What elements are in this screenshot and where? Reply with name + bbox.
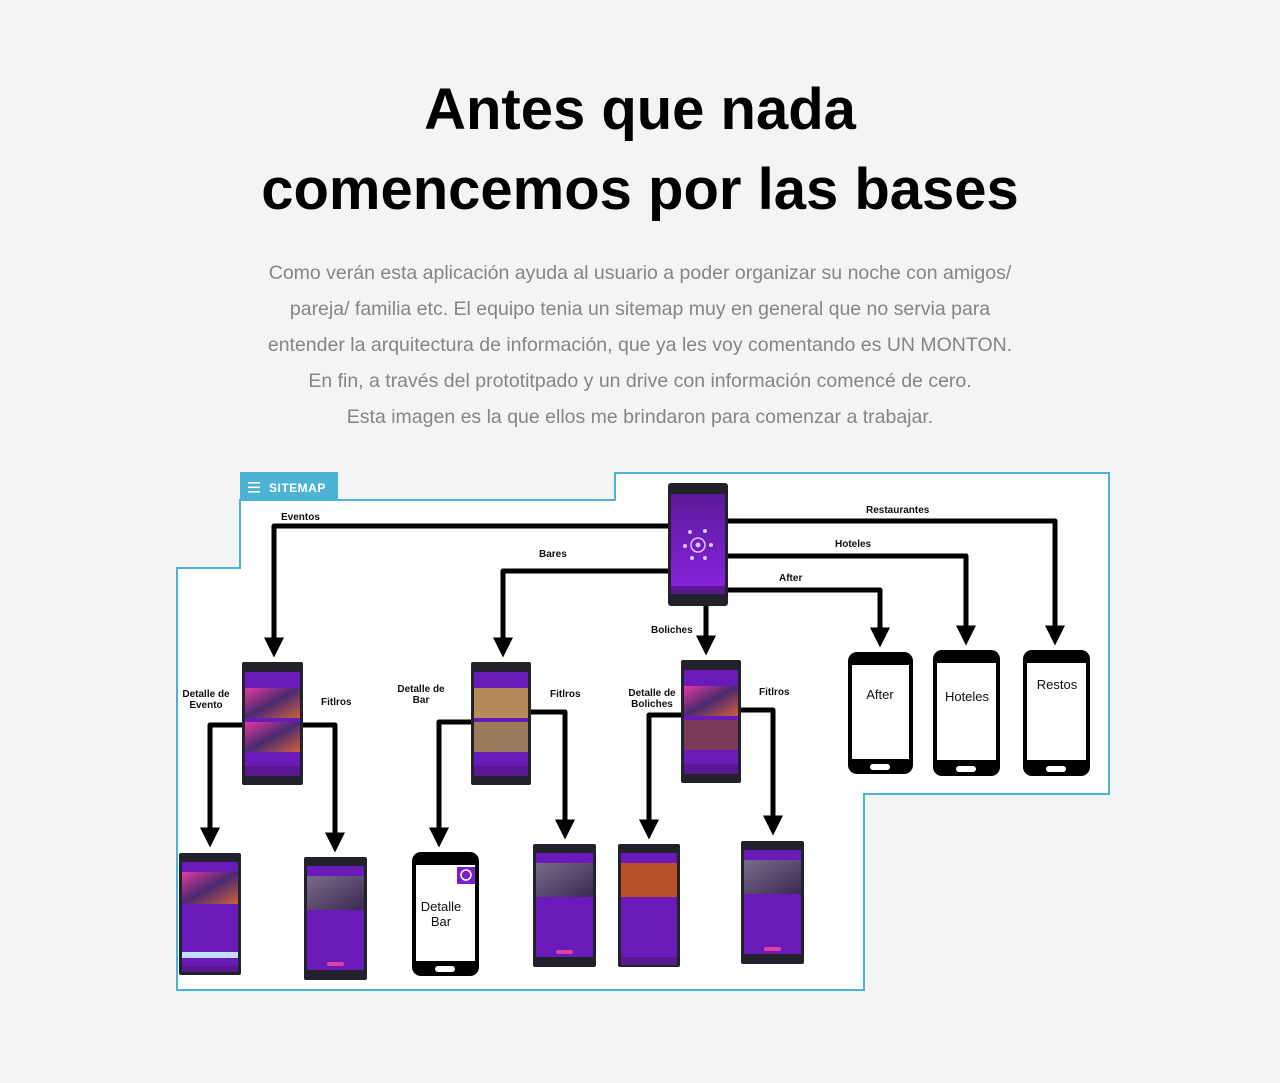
intro-line: Como verán esta aplicación ayuda al usua… [268,262,1012,284]
label-detalle-boliches: Detalle de [628,688,676,699]
menu-icon [248,482,260,493]
label-detalle-evento-2: Evento [189,700,222,711]
arrow-detalle-evento [200,722,242,848]
arrow-detalle-boliches [639,712,681,840]
sitemap-tab[interactable]: SITEMAP [240,472,338,500]
detalle-evento-screen [179,853,241,975]
restos-screen-label: Restos [1037,677,1078,692]
page-title: Antes que nada comencemos por las bases [0,70,1280,230]
home-screen [668,483,728,606]
label-detalle-bar-2: Bar [413,695,430,706]
detalle-bar-screen: Detalle Bar [412,852,479,976]
label-hoteles: Hoteles [835,539,872,550]
boliches-screen [681,660,741,783]
label-bares: Bares [539,549,567,560]
label-detalle-evento: Detalle de [182,689,230,700]
arrow-filtros-boliches [741,707,783,836]
label-detalle-bar: Detalle de [397,684,445,695]
detalle-bar-label-1: Detalle [421,899,461,914]
label-after: After [779,573,802,584]
title-line-1: Antes que nada [424,77,856,142]
label-restaurantes: Restaurantes [866,505,930,516]
intro-paragraph: Como verán esta aplicación ayuda al usua… [240,255,1040,435]
arrow-after [728,587,890,648]
intro-line: Esta imagen es la que ellos me brindaron… [346,406,934,428]
label-filtros-boliches: Fitlros [759,687,790,698]
label-filtros-bares: Fitlros [550,689,581,700]
label-filtros-eventos: Fitlros [321,697,352,708]
label-eventos: Eventos [281,512,320,523]
arrow-restaurantes [728,518,1065,646]
intro-line: pareja/ familia etc. El equipo tenia un … [289,298,991,320]
intro-line: entender la arquitectura de información,… [267,334,1013,356]
detalle-boliches-screen [618,844,680,967]
restos-screen: Restos [1023,650,1090,776]
sitemap-arrows [200,518,1065,853]
arrow-filtros-bares [531,709,575,840]
after-screen: After [848,652,913,774]
arrow-hoteles [728,553,976,646]
detalle-bar-label-2: Bar [431,914,452,929]
bares-screen [471,662,531,785]
arrow-bares [493,568,668,658]
hoteles-screen: Hoteles [933,650,1000,776]
filtros-eventos-screen [304,857,367,980]
sitemap-tab-label: SITEMAP [269,481,326,495]
title-line-2: comencemos por las bases [261,157,1019,222]
arrow-eventos [264,523,668,658]
filtros-bares-screen [533,844,596,967]
intro-line: En fin, a través del prototitpado y un d… [308,370,972,392]
after-screen-label: After [866,687,894,702]
arrow-filtros-eventos [303,722,345,853]
sitemap-panel [176,472,1110,991]
filtros-boliches-screen [741,841,804,964]
eventos-screen [242,662,303,785]
hoteles-screen-label: Hoteles [945,689,990,704]
label-boliches: Boliches [651,625,693,636]
label-detalle-boliches-2: Boliches [631,699,673,710]
arrow-detalle-bar [429,719,471,848]
